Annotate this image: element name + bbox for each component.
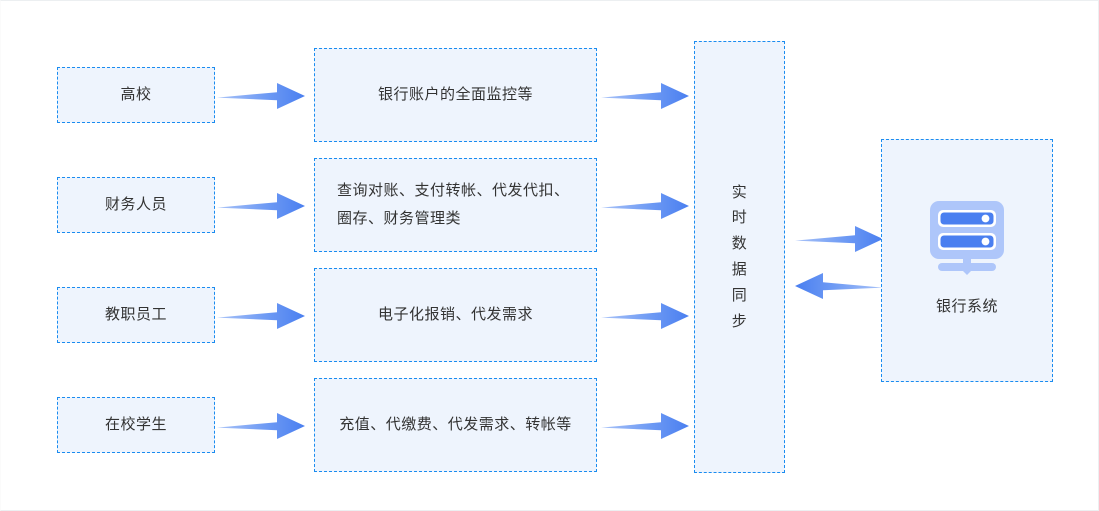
server-icon	[930, 201, 1004, 276]
actor-label: 教职员工	[104, 305, 167, 323]
bank-system-label: 银行系统	[935, 298, 998, 316]
actor-box-students[interactable]: 在校学生	[57, 397, 215, 453]
arrow-bank-to-sync	[795, 269, 883, 303]
sync-column-realtime-data-sync[interactable]: 实 时 数 据 同 步	[694, 41, 785, 473]
arrow-service-1-to-sync	[601, 79, 689, 113]
service-box-student-payments[interactable]: 充值、代缴费、代发需求、转帐等	[314, 378, 597, 472]
bank-system-panel[interactable]: 银行系统	[881, 139, 1053, 382]
service-label-block: 查询对账、支付转帐、代发代扣、 圈存、财务管理类	[337, 177, 570, 234]
sync-char: 同	[731, 286, 748, 304]
sync-char: 数	[731, 235, 748, 253]
arrow-actor-4-to-service-4	[217, 409, 305, 443]
service-box-reimbursement[interactable]: 电子化报销、代发需求	[314, 268, 597, 362]
service-label-line: 充值、代缴费、代发需求、转帐等	[339, 415, 572, 433]
arrow-service-3-to-sync	[601, 299, 689, 333]
sync-char: 步	[731, 312, 748, 330]
arrow-service-4-to-sync	[601, 409, 689, 443]
actor-box-university[interactable]: 高校	[57, 67, 215, 123]
actor-label: 高校	[120, 85, 152, 103]
arrow-actor-2-to-service-2	[217, 189, 305, 223]
sync-char: 据	[731, 261, 748, 278]
sync-char: 实	[731, 183, 748, 201]
service-box-account-monitoring[interactable]: 银行账户的全面监控等	[314, 48, 597, 142]
arrow-actor-3-to-service-3	[217, 299, 305, 333]
sync-char: 时	[731, 209, 748, 227]
service-label-line: 银行账户的全面监控等	[377, 85, 533, 103]
actor-label: 财务人员	[104, 195, 167, 213]
service-box-finance-operations[interactable]: 查询对账、支付转帐、代发代扣、 圈存、财务管理类	[314, 158, 597, 252]
arrow-actor-1-to-service-1	[217, 79, 305, 113]
arrow-service-2-to-sync	[601, 189, 689, 223]
service-label-line: 查询对账、支付转帐、代发代扣、	[337, 181, 570, 199]
actor-box-faculty[interactable]: 教职员工	[57, 287, 215, 343]
actor-box-finance-staff[interactable]: 财务人员	[57, 177, 215, 233]
service-label-line: 电子化报销、代发需求	[377, 305, 533, 323]
service-label-line: 圈存、财务管理类	[337, 210, 462, 227]
actor-label: 在校学生	[104, 415, 167, 433]
arrow-sync-to-bank	[795, 222, 883, 256]
